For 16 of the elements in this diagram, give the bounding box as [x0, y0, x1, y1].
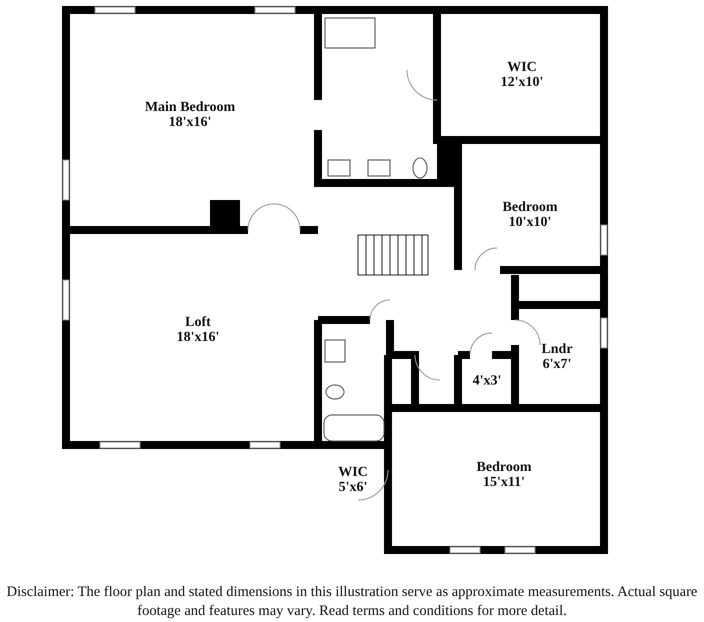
- room-dimensions: 15'x11': [482, 475, 526, 490]
- room-dimensions: 5'x6': [338, 480, 368, 495]
- room-label: Loft: [184, 315, 212, 330]
- room-dimensions: 6'x7': [542, 357, 572, 372]
- room-dimensions: 18'x16': [176, 330, 220, 345]
- room-label: WIC: [338, 465, 368, 480]
- disclaimer-text: Disclaimer: The floor plan and stated dimensions in this illustration serve as approximate measurements. Actual square footage and features may vary. Read terms and conditions for more detail.: [6, 583, 698, 621]
- room-label: Main Bedroom: [144, 100, 236, 115]
- room-dimensions: 4'x3': [472, 374, 502, 388]
- room-dimensions: 12'x10': [500, 75, 544, 90]
- room-dimensions: 18'x16': [168, 115, 212, 130]
- room-label: Lndr: [541, 342, 573, 357]
- room-label: WIC: [506, 60, 538, 75]
- room-dimensions: 10'x10': [508, 215, 552, 230]
- room-label: Bedroom: [502, 200, 558, 215]
- room-label: Bedroom: [476, 460, 532, 475]
